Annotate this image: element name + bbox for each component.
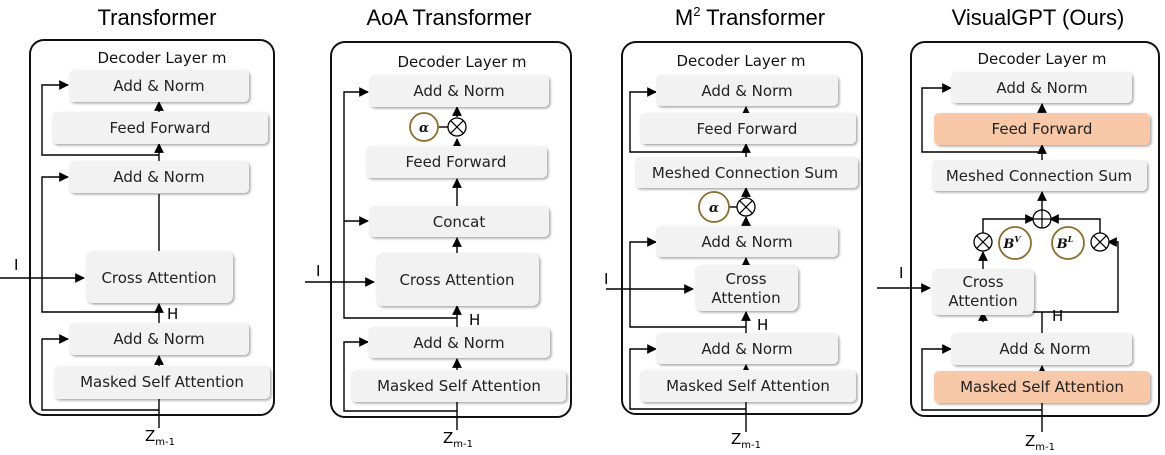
cross-attention-block [86,251,233,303]
add-norm-block [656,333,838,364]
add-norm-block [369,75,549,107]
multiply-operator [736,197,756,217]
block-label: Attention [948,292,1017,310]
connections [0,80,164,428]
language-gate [1051,226,1085,260]
add-norm-block [69,161,249,193]
decoder-label: Decoder Layer m [676,52,805,70]
block-label: Add & Norm [413,334,504,352]
input-z-label: Zm-1 [443,429,473,450]
add-norm-block [656,226,838,257]
input-z-label: Zm-1 [145,427,175,448]
input-i-label: I [899,264,903,282]
add-norm-block [951,333,1132,365]
concat-block [369,206,549,237]
decoder-label: Decoder Layer m [977,50,1106,68]
block-label: Add & Norm [701,233,792,251]
multiply-operator [1090,232,1110,252]
block-label: Meshed Connection Sum [652,164,838,182]
block-label: Add & Norm [113,330,204,348]
meshed-connection-sum-block [932,160,1147,191]
add-norm-block [656,75,838,106]
panel-m2-transformer: M2 Transformer Decoder Layer m Add & Nor… [604,4,863,451]
block-label: Masked Self Attention [666,377,830,395]
block-label: Masked Self Attention [80,373,244,391]
block-label: Add & Norm [996,79,1087,97]
add-norm-block [69,323,249,355]
feed-forward-block [640,113,856,144]
input-i-label: I [14,256,18,274]
block-label: Meshed Connection Sum [946,167,1132,185]
block-label: Add & Norm [701,340,792,358]
masked-self-attention-block [54,366,270,399]
block-label: Add & Norm [113,77,204,95]
block-label: Masked Self Attention [960,378,1124,396]
block-label: Add & Norm [113,168,204,186]
add-norm-block [69,70,249,102]
cross-attention-block [932,269,1034,315]
decoder-label: Decoder Layer m [397,53,526,71]
multiply-operator [447,117,467,137]
gate-label: α [419,121,429,136]
block-label: Feed Forward [406,153,507,171]
feed-forward-block [366,146,547,178]
panel-transformer: Transformer Decoder Layer m Add & Norm F… [0,5,275,448]
panel-aoa-transformer: AoA Transformer Decoder Layer m Add & No… [305,5,572,450]
block-label: Cross [725,270,766,288]
meshed-connection-sum-block [635,157,858,188]
add-norm-block [368,327,550,358]
block-label: Add & Norm [701,82,792,100]
panel-title: VisualGPT (Ours) [952,5,1125,30]
feed-forward-block [52,112,268,144]
input-i-label: I [316,262,320,280]
input-h-label: H [757,316,768,334]
masked-self-attention-block [351,370,566,402]
block-label: Cross [962,273,1003,291]
input-z-label: Zm-1 [1025,432,1055,453]
cross-attention-block [376,253,539,306]
input-z-label: Zm-1 [731,430,761,451]
add-norm-block [951,72,1132,103]
block-label: Add & Norm [999,340,1090,358]
block-label: Concat [433,213,486,231]
masked-self-attention-block [640,370,856,402]
block-label: Feed Forward [110,119,211,137]
block-label: Cross Attention [101,269,216,287]
masked-self-attention-block [934,371,1150,403]
input-h-label: H [167,305,178,323]
decoder-label: Decoder Layer m [97,49,226,67]
multiply-operator [973,232,993,252]
block-label: Feed Forward [992,120,1093,138]
gate-label: BV [1002,234,1021,252]
block-label: Feed Forward [697,120,798,138]
block-label: Masked Self Attention [377,377,541,395]
block-label: Attention [711,289,780,307]
gate-label: α [709,201,719,216]
gate-label: BL [1056,234,1074,252]
panel-title: Transformer [98,5,217,30]
visual-gate [998,226,1032,260]
panel-title: M2 Transformer [675,4,825,30]
alpha-gate [409,112,439,142]
block-label: Add & Norm [413,82,504,100]
input-h-label: H [469,311,480,329]
input-h-label: H [1052,307,1063,325]
panel-title: AoA Transformer [366,5,531,30]
feed-forward-block [934,113,1150,145]
cross-attention-block [695,265,798,311]
panel-visualgpt: VisualGPT (Ours) Decoder Layer m Add & N… [877,5,1160,453]
add-operator [1032,209,1052,229]
alpha-gate [698,191,730,223]
input-i-label: I [604,270,608,288]
block-label: Cross Attention [399,271,514,289]
